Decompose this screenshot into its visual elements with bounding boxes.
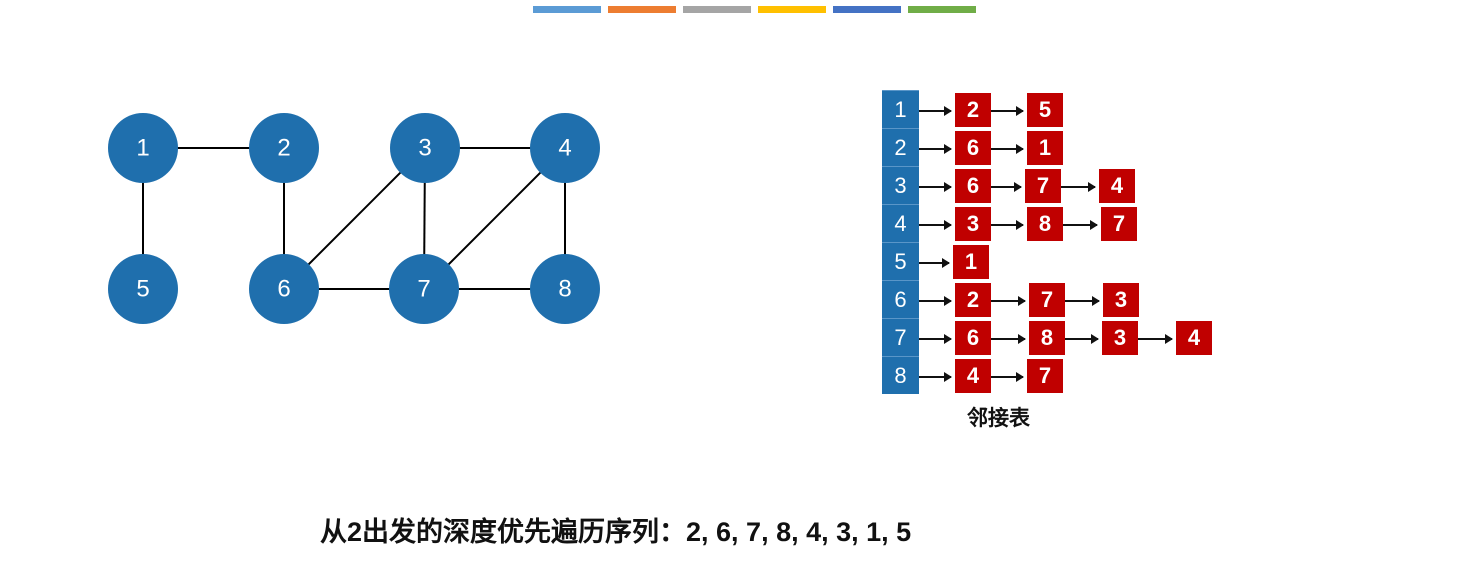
adjacency-index-2: 2 — [882, 128, 919, 166]
adjacency-node-3-4: 4 — [1097, 169, 1135, 203]
adjacency-node-5-1: 1 — [951, 245, 989, 279]
graph-node-8: 8 — [530, 254, 600, 324]
adjacency-index-7: 7 — [882, 318, 919, 356]
graph-node-label: 1 — [136, 135, 149, 162]
adjacency-index-1: 1 — [882, 90, 919, 128]
adjacency-arrow — [919, 144, 952, 154]
adjacency-index-5: 5 — [882, 242, 919, 280]
adjacency-node-4-3: 3 — [953, 207, 991, 241]
adjacency-node-1-5: 5 — [1025, 93, 1063, 127]
adjacency-node-4-7: 7 — [1099, 207, 1137, 241]
graph-node-label: 4 — [558, 135, 571, 162]
adjacency-node-6-2: 2 — [953, 283, 991, 317]
graph-node-7: 7 — [389, 254, 459, 324]
adjacency-arrow — [919, 372, 952, 382]
adjacency-arrow — [991, 144, 1024, 154]
adjacency-arrow — [919, 182, 952, 192]
adjacency-node-4-8: 8 — [1025, 207, 1063, 241]
color-stripe-3 — [683, 6, 751, 13]
adjacency-node-1-2: 2 — [953, 93, 991, 127]
adjacency-node-8-4: 4 — [953, 359, 991, 393]
adjacency-arrow — [991, 372, 1024, 382]
adjacency-arrow — [919, 334, 952, 344]
adjacency-index-4: 4 — [882, 204, 919, 242]
graph-node-4: 4 — [530, 113, 600, 183]
graph-node-label: 3 — [418, 135, 431, 162]
adjacency-node-2-6: 6 — [953, 131, 991, 165]
adjacency-arrow — [1061, 182, 1096, 192]
graph-node-label: 5 — [136, 276, 149, 303]
adjacency-arrow — [919, 106, 952, 116]
adjacency-arrow — [1138, 334, 1173, 344]
adjacency-node-7-8: 8 — [1027, 321, 1065, 355]
color-stripe-5 — [833, 6, 901, 13]
color-stripe-2 — [608, 6, 676, 13]
adjacency-node-7-4: 4 — [1174, 321, 1212, 355]
adjacency-arrow — [991, 106, 1024, 116]
adjacency-arrow — [991, 220, 1024, 230]
adjacency-arrow — [919, 220, 952, 230]
dfs-sequence-text: 从2出发的深度优先遍历序列：2, 6, 7, 8, 4, 3, 1, 5 — [320, 517, 912, 547]
adjacency-arrow — [1065, 334, 1099, 344]
adjacency-arrow — [991, 182, 1022, 192]
adjacency-arrow — [991, 334, 1026, 344]
color-stripe-6 — [908, 6, 976, 13]
adjacency-node-3-7: 7 — [1023, 169, 1061, 203]
graph-node-label: 6 — [277, 276, 290, 303]
color-stripe-1 — [533, 6, 601, 13]
adjacency-index-6: 6 — [882, 280, 919, 318]
adjacency-arrow — [991, 296, 1026, 306]
adjacency-index-3: 3 — [882, 166, 919, 204]
graph-node-3: 3 — [390, 113, 460, 183]
undirected-graph: 1 2 3 4 5 6 7 8 — [108, 113, 600, 324]
graph-node-label: 8 — [558, 276, 571, 303]
graph-node-label: 2 — [277, 135, 290, 162]
adjacency-list-caption: 邻接表 — [967, 407, 1030, 430]
adjacency-arrow — [1065, 296, 1100, 306]
adjacency-arrow — [919, 296, 952, 306]
adjacency-arrow — [919, 258, 950, 268]
adjacency-index-8: 8 — [882, 356, 919, 394]
graph-node-2: 2 — [249, 113, 319, 183]
adjacency-arrow — [1063, 220, 1098, 230]
adjacency-node-7-6: 6 — [953, 321, 991, 355]
decorative-color-stripes — [533, 6, 983, 13]
adjacency-node-6-3: 3 — [1101, 283, 1139, 317]
adjacency-node-2-1: 1 — [1025, 131, 1063, 165]
adjacency-node-7-3: 3 — [1100, 321, 1138, 355]
adjacency-node-8-7: 7 — [1025, 359, 1063, 393]
adjacency-node-6-7: 7 — [1027, 283, 1065, 317]
graph-node-1: 1 — [108, 113, 178, 183]
color-stripe-4 — [758, 6, 826, 13]
graph-node-label: 7 — [417, 276, 430, 303]
graph-node-6: 6 — [249, 254, 319, 324]
graph-node-5: 5 — [108, 254, 178, 324]
adjacency-node-3-6: 6 — [953, 169, 991, 203]
